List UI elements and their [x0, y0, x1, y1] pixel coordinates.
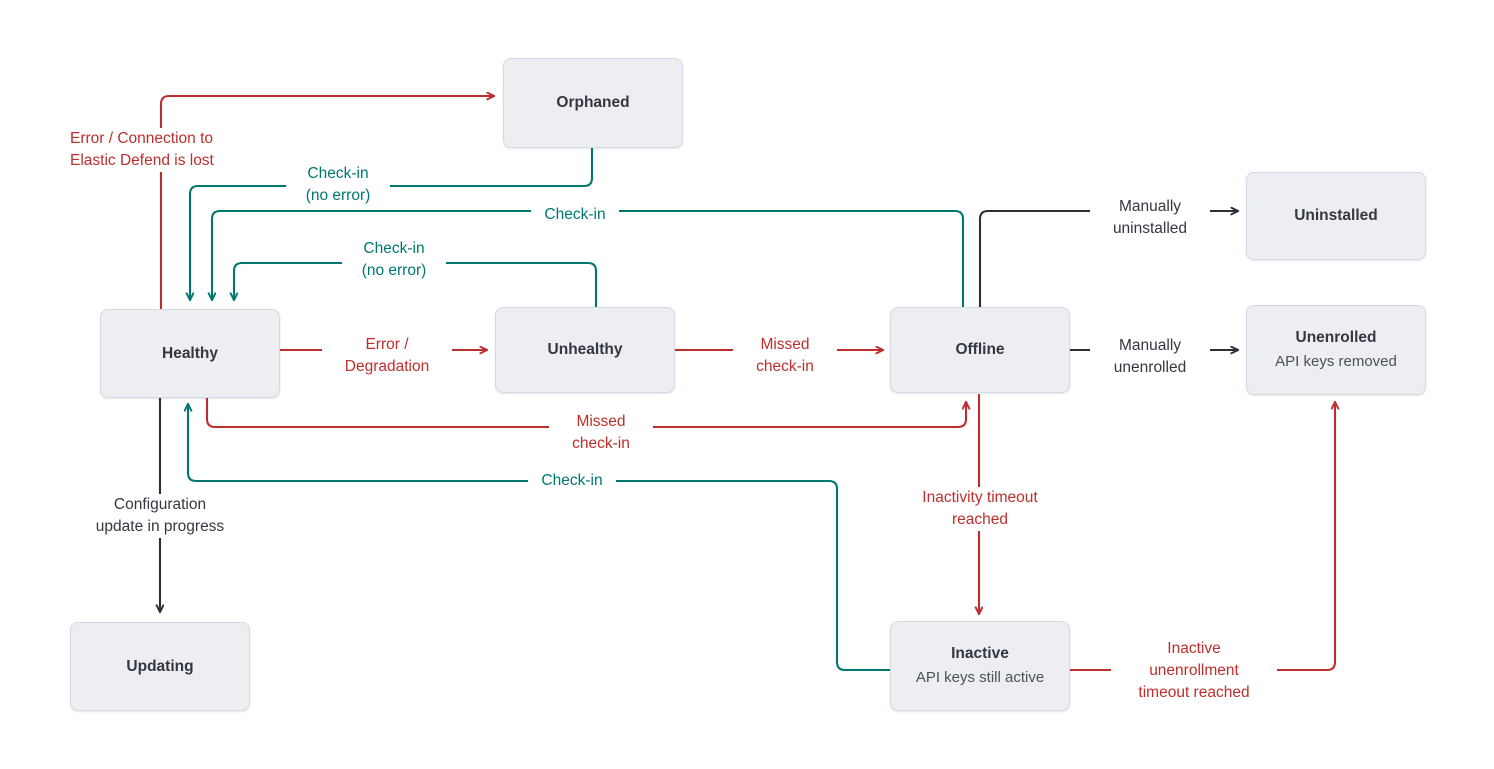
edge-label-manually-uninstalled: Manually uninstalled [1090, 196, 1210, 240]
node-healthy[interactable]: Healthy [100, 309, 280, 398]
node-offline[interactable]: Offline [890, 307, 1070, 393]
wire-inactive-to-healthy [188, 404, 890, 672]
node-inactive-title: Inactive [951, 645, 1009, 663]
edge-label-checkin-offline: Check-in [531, 204, 619, 226]
node-orphaned[interactable]: Orphaned [503, 58, 683, 148]
node-uninstalled-title: Uninstalled [1294, 207, 1378, 225]
edge-label-error-connection-lost: Error / Connection to Elastic Defend is … [64, 128, 264, 172]
node-inactive-subtitle: API keys still active [915, 669, 1045, 687]
node-updating-title: Updating [126, 657, 194, 675]
node-orphaned-title: Orphaned [556, 94, 630, 112]
edge-label-manually-unenrolled: Manually unenrolled [1090, 335, 1210, 379]
edge-label-error-degradation: Error / Degradation [322, 334, 452, 378]
wire-offline-to-uninstalled [978, 211, 1238, 307]
edge-label-inactivity-timeout: Inactivity timeout reached [887, 487, 1073, 531]
node-inactive[interactable]: Inactive API keys still active [890, 621, 1070, 711]
wire-orphaned-to-healthy [190, 147, 594, 300]
edge-label-missed-checkin-unhealthy: Missed check-in [733, 334, 837, 378]
edge-label-checkin-no-error-top: Check-in (no error) [286, 163, 390, 207]
node-unenrolled-title: Unenrolled [1295, 329, 1377, 347]
node-uninstalled[interactable]: Uninstalled [1246, 172, 1426, 260]
edge-label-missed-checkin-healthy: Missed check-in [549, 411, 653, 455]
node-unenrolled[interactable]: Unenrolled API keys removed [1246, 305, 1426, 395]
edge-label-inactive-unenrollment: Inactive unenrollment timeout reached [1111, 638, 1277, 704]
wire-healthy-to-orphaned [159, 96, 494, 310]
node-updating[interactable]: Updating [70, 622, 250, 711]
edge-label-checkin-inactive: Check-in [528, 470, 616, 492]
node-unenrolled-subtitle: API keys removed [1275, 353, 1397, 371]
node-unhealthy-title: Unhealthy [547, 341, 623, 359]
node-healthy-title: Healthy [162, 344, 218, 362]
edge-label-configuration-update: Configuration update in progress [70, 494, 250, 538]
edge-label-checkin-no-error-mid: Check-in (no error) [342, 238, 446, 282]
node-unhealthy[interactable]: Unhealthy [495, 307, 675, 393]
node-offline-title: Offline [955, 341, 1005, 359]
wire-inactive-to-unenrolled [1070, 402, 1335, 672]
